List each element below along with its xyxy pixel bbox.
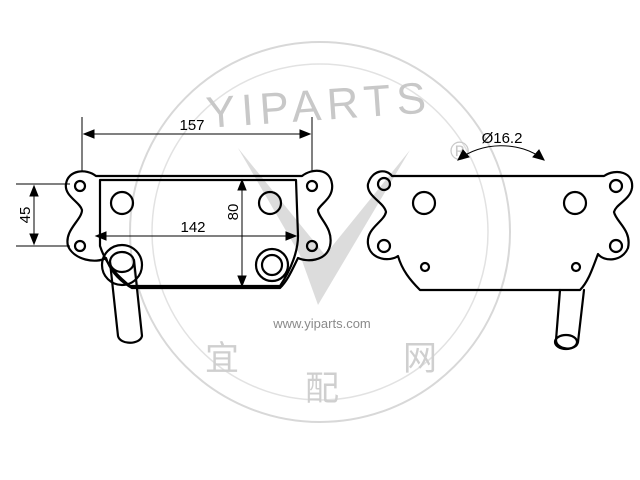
right-hole-top-left-small	[376, 176, 392, 192]
left-port-bottom-right-inner	[260, 253, 284, 277]
left-hole-top-left-small	[73, 179, 87, 193]
left-hole-bottom-left-small	[73, 239, 87, 253]
watermark-brand: YIPARTS	[204, 73, 433, 138]
right-port-top-right	[562, 190, 588, 216]
left-port-top-right	[257, 190, 283, 216]
left-pipe	[108, 258, 144, 344]
left-port-bottom-right-outer	[254, 247, 290, 283]
watermark-registered: ®	[450, 136, 469, 166]
watermark-chinese-2: 配	[305, 369, 339, 409]
watermark-ring-outer	[129, 41, 511, 423]
left-hole-top-right-small	[305, 179, 319, 193]
right-flange-outline	[366, 170, 634, 292]
left-hole-bottom-right-small	[305, 239, 319, 253]
dim-label-45: 45	[17, 207, 34, 224]
right-pipe-end	[553, 333, 579, 351]
right-hole-bottom-left-small	[376, 238, 392, 254]
right-dimensions	[457, 145, 545, 161]
right-view-oil-cooler	[366, 170, 634, 351]
dim-label-157: 157	[179, 117, 204, 134]
dim-label-80: 80	[225, 204, 242, 221]
left-pipe-boss-outer	[100, 243, 144, 287]
watermark-v-mark	[238, 148, 410, 305]
dim-label-142: 142	[180, 219, 205, 236]
watermark-ring-inner	[151, 63, 489, 401]
right-screw-left	[419, 261, 431, 273]
right-screw-right	[570, 261, 582, 273]
right-pipe	[554, 288, 586, 350]
watermark-chinese-3: 网	[403, 339, 437, 379]
left-dimensions	[16, 117, 313, 288]
watermark-url: www.yiparts.com	[272, 316, 371, 331]
watermark-chinese-1: 宜	[205, 339, 239, 379]
right-port-top-left	[411, 190, 437, 216]
right-hole-top-right-small	[608, 178, 624, 194]
left-pipe-end	[108, 250, 136, 274]
left-view-oil-cooler	[64, 169, 334, 344]
left-port-top-left	[109, 190, 135, 216]
right-hole-bottom-right-small	[608, 238, 624, 254]
dim-label-diameter: Ø16.2	[482, 130, 523, 147]
left-flange-outline	[64, 169, 334, 290]
